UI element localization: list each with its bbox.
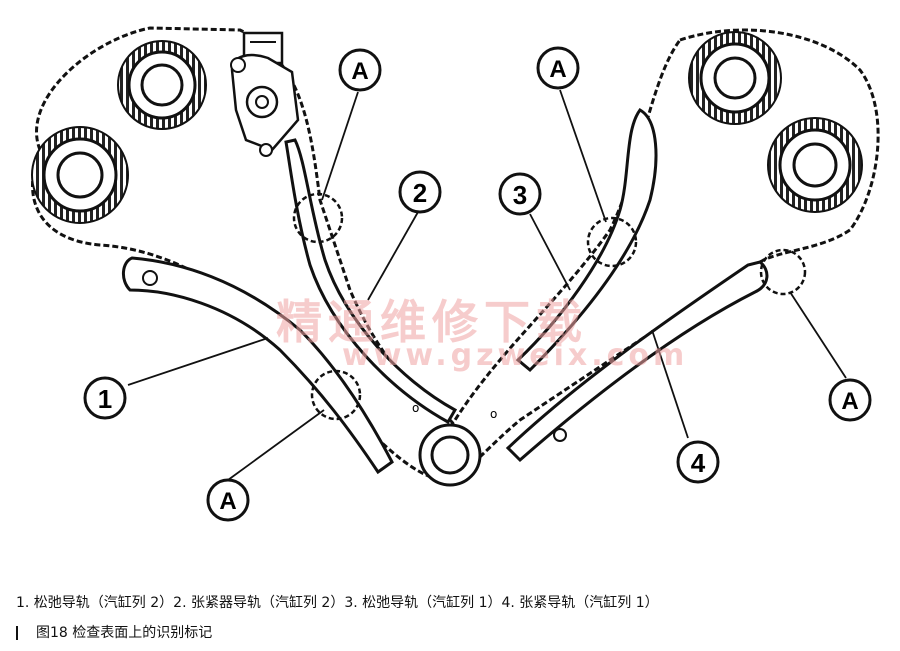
caption-bar [16, 626, 18, 640]
figure-caption: 图18 检查表面上的识别标记 [16, 622, 212, 642]
right-bank-chain [441, 28, 880, 482]
guide-1-bolt [142, 270, 158, 286]
callout-3: 3 [498, 172, 542, 216]
mark-circle-guide4 [759, 248, 807, 296]
tensioner-guide-bank2 [284, 138, 458, 425]
right-lower-sprocket [767, 117, 863, 213]
left-lower-sprocket [31, 126, 129, 224]
callout-a-top-left: A [338, 48, 382, 92]
timing-mark-right: o [490, 407, 497, 421]
svg-text:3: 3 [513, 180, 527, 210]
caption-legend: 1. 松弛导轨（汽缸列 2）2. 张紧器导轨（汽缸列 2）3. 松弛导轨（汽缸列… [16, 595, 659, 611]
mark-circle-guide3 [586, 216, 638, 268]
guide-4-bolt [553, 428, 567, 442]
mark-circle-guide2 [292, 192, 344, 244]
svg-text:A: A [841, 388, 858, 415]
tension-guide-bank1 [505, 260, 769, 463]
right-upper-sprocket [688, 31, 782, 125]
callout-2: 2 [398, 170, 442, 214]
svg-text:A: A [351, 58, 368, 85]
callout-1: 1 [83, 376, 127, 420]
chain-tensioner [230, 31, 300, 157]
svg-text:4: 4 [691, 448, 706, 478]
left-upper-sprocket [117, 40, 207, 130]
timing-mark-left: o [412, 401, 419, 415]
callout-a-bottom-left: A [206, 478, 250, 522]
callout-a-right: A [828, 378, 872, 422]
figure-caption-text: 图18 检查表面上的识别标记 [36, 625, 213, 641]
svg-text:A: A [219, 488, 236, 515]
svg-text:A: A [549, 56, 566, 83]
watermark-url: www.gzweix.com [342, 338, 689, 373]
svg-text:1: 1 [98, 384, 112, 414]
leader-lines [127, 89, 847, 481]
svg-text:2: 2 [413, 178, 427, 208]
slack-guide-bank1 [515, 108, 658, 373]
callout-4: 4 [676, 440, 720, 484]
callout-a-top-right: A [536, 46, 580, 90]
crankshaft-sprocket [418, 423, 482, 487]
mark-circle-guide1 [310, 369, 362, 421]
watermark-text: 精通维修下载 [276, 295, 588, 349]
timing-chain-diagram: o o A A A A 2 3 1 [31, 26, 880, 522]
